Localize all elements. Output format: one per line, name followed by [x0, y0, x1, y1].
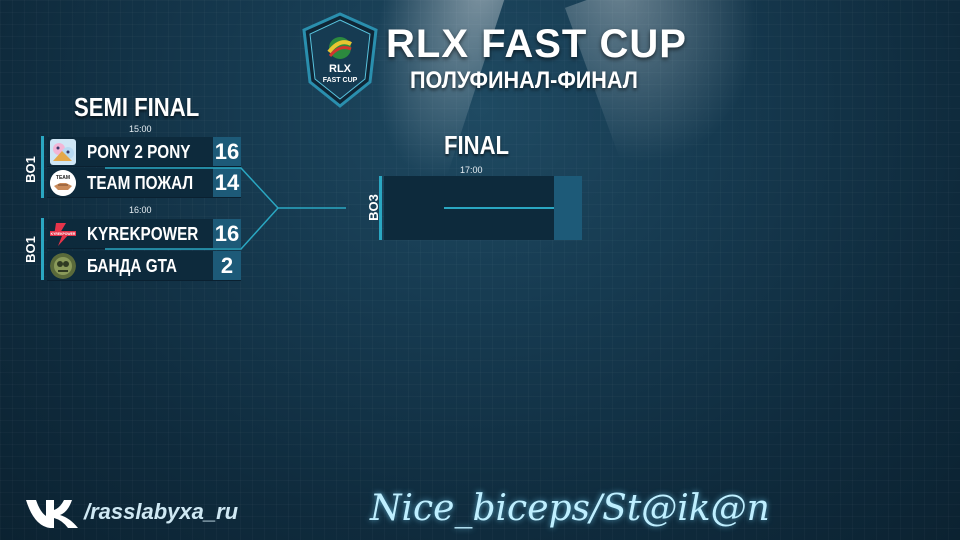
match-2-accent: [41, 218, 44, 280]
final-time: 17:00: [460, 165, 483, 175]
banda-gta-logo-icon: [50, 253, 76, 279]
team-score: 2: [213, 251, 241, 280]
team-score: 14: [213, 168, 241, 197]
footer-credit: Nice_biceps/St@ik@n: [370, 488, 770, 529]
final-divider: [444, 207, 582, 209]
kyrekpower-logo-icon: KYREKPOWER: [50, 221, 76, 247]
team-score: 16: [213, 219, 241, 248]
pony-logo-icon: [50, 139, 76, 165]
final-score-column: [554, 176, 582, 240]
match-2-team-2[interactable]: БАНДА GTA 2: [47, 251, 241, 281]
match-1-accent: [41, 136, 44, 198]
match-2-time: 16:00: [129, 205, 152, 215]
match-1-team-2[interactable]: TEAM TEAM ПОЖАЛ 14: [47, 168, 241, 198]
vk-icon[interactable]: [24, 496, 80, 530]
final-accent: [379, 176, 382, 240]
semi-final-title: SEMI FINAL: [74, 92, 200, 122]
team-logo-text: TEAM: [56, 175, 70, 181]
final-title: FINAL: [444, 130, 510, 160]
team-name: TEAM ПОЖАЛ: [87, 173, 194, 193]
page-subtitle: ПОЛУФИНАЛ-ФИНАЛ: [410, 67, 638, 94]
match-1-time: 15:00: [129, 124, 152, 134]
team-score: 16: [213, 137, 241, 166]
kyrek-logo-text: KYREKPOWER: [51, 232, 76, 236]
team-name: PONY 2 PONY: [87, 142, 191, 162]
logo-text-fastcup: FAST CUP: [323, 77, 358, 84]
team-name: БАНДА GTA: [87, 256, 177, 276]
logo-text-rlx: RLX: [329, 63, 352, 75]
team-handshake-logo-icon: TEAM: [50, 170, 76, 196]
page-title: RLX FAST CUP: [386, 22, 687, 66]
match-1-team-1[interactable]: PONY 2 PONY 16: [47, 137, 241, 167]
match-2-team-1[interactable]: KYREKPOWER KYREKPOWER 16: [47, 219, 241, 249]
final-match-box[interactable]: [384, 176, 582, 240]
team-name: KYREKPOWER: [87, 224, 199, 244]
footer-social-handle[interactable]: /rasslabyxa_ru: [84, 499, 239, 524]
rlx-shield-logo: RLX FAST CUP: [302, 12, 378, 108]
